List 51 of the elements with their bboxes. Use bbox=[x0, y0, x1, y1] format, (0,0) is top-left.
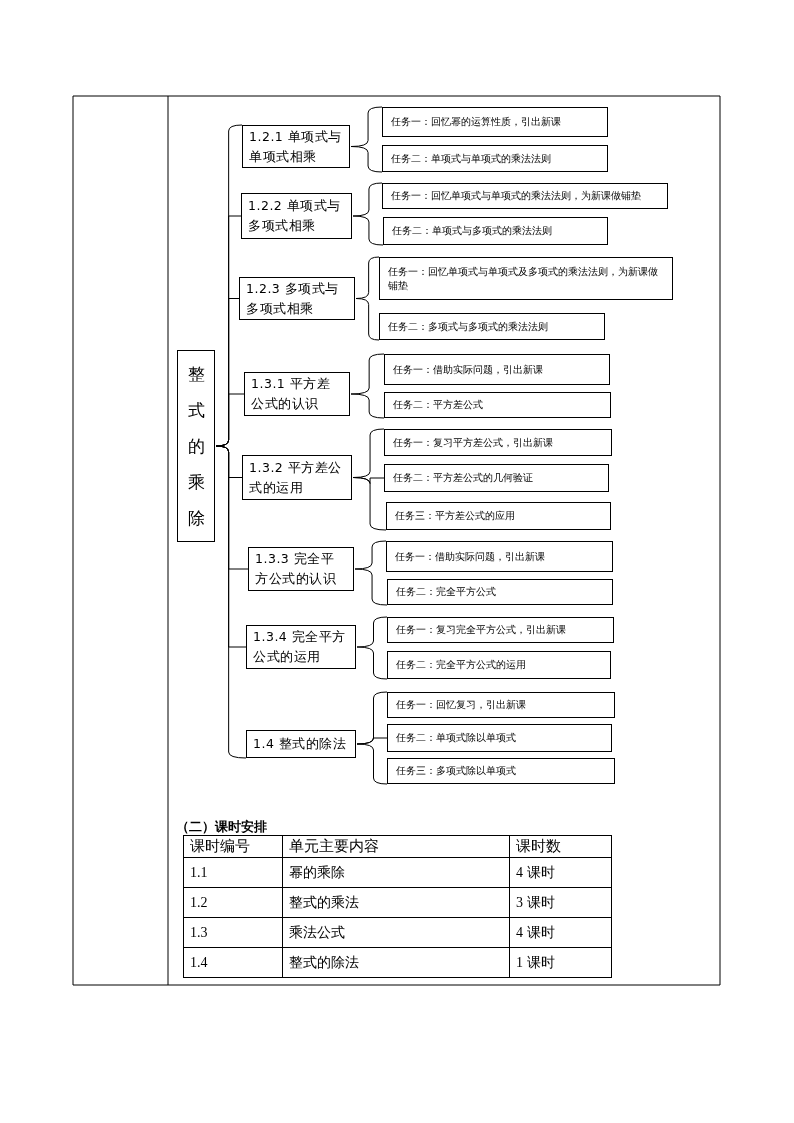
section-heading: （二）课时安排 bbox=[176, 818, 267, 836]
table-cell: 4 课时 bbox=[509, 857, 612, 888]
task-box: 任务三：平方差公式的应用 bbox=[386, 502, 611, 530]
table-cell: 课时编号 bbox=[183, 835, 283, 858]
table-cell: 乘法公式 bbox=[282, 917, 510, 948]
section-box: 1.2.2 单项式与多项式相乘 bbox=[241, 193, 352, 239]
section-box: 1.3.3 完全平方公式的认识 bbox=[248, 547, 354, 591]
task-box: 任务二：单项式与多项式的乘法法则 bbox=[383, 217, 608, 245]
section-box: 1.3.1 平方差公式的认识 bbox=[244, 372, 350, 416]
task-box: 任务二：平方差公式的几何验证 bbox=[384, 464, 609, 492]
table-cell: 整式的除法 bbox=[282, 947, 510, 978]
table-cell: 1.2 bbox=[183, 887, 283, 918]
task-box: 任务二：单项式与单项式的乘法法则 bbox=[382, 145, 608, 172]
task-box: 任务一：借助实际问题，引出新课 bbox=[386, 541, 613, 572]
brace-connector bbox=[355, 298, 380, 341]
brace-connector bbox=[352, 215, 384, 246]
brace-connector bbox=[352, 477, 387, 531]
brace-connector bbox=[350, 393, 385, 419]
task-box: 任务一：复习平方差公式，引出新课 bbox=[384, 429, 612, 456]
task-box: 任务二：多项式与多项式的乘法法则 bbox=[379, 313, 605, 340]
table-cell: 1 课时 bbox=[509, 947, 612, 978]
task-box: 任务一：回忆复习，引出新课 bbox=[387, 692, 615, 718]
brace-connector bbox=[356, 743, 388, 785]
table-cell: 3 课时 bbox=[509, 887, 612, 918]
table-cell: 1.3 bbox=[183, 917, 283, 948]
section-box: 1.3.4 完全平方公式的运用 bbox=[246, 625, 356, 669]
table-cell: 课时数 bbox=[509, 835, 612, 858]
table-cell: 1.1 bbox=[183, 857, 283, 888]
task-box: 任务二：平方差公式 bbox=[384, 392, 611, 418]
task-box: 任务一：回忆单项式与单项式的乘法法则，为新课做铺垫 bbox=[382, 183, 668, 209]
table-cell: 1.4 bbox=[183, 947, 283, 978]
task-box: 任务一：回忆幂的运算性质，引出新课 bbox=[382, 107, 608, 137]
section-box: 1.2.3 多项式与多项式相乘 bbox=[239, 277, 355, 320]
task-box: 任务二：单项式除以单项式 bbox=[387, 724, 612, 752]
task-box: 任务一：复习完全平方公式，引出新课 bbox=[387, 617, 614, 643]
table-cell: 整式的乘法 bbox=[282, 887, 510, 918]
section-box: 1.3.2 平方差公式的运用 bbox=[242, 455, 352, 500]
task-box: 任务三：多项式除以单项式 bbox=[387, 758, 615, 784]
task-box: 任务二：完全平方公式 bbox=[387, 579, 613, 605]
table-cell: 单元主要内容 bbox=[282, 835, 510, 858]
table-cell: 幂的乘除 bbox=[282, 857, 510, 888]
task-box: 任务二：完全平方公式的运用 bbox=[387, 651, 611, 679]
table-cell: 4 课时 bbox=[509, 917, 612, 948]
topic-box: 整式的乘除 bbox=[177, 350, 215, 542]
brace-connector bbox=[354, 568, 388, 606]
brace-connector bbox=[350, 146, 383, 173]
section-box: 1.2.1 单项式与单项式相乘 bbox=[242, 125, 350, 168]
brace-connector bbox=[356, 646, 388, 680]
task-box: 任务一：回忆单项式与单项式及多项式的乘法法则，为新课做铺垫 bbox=[379, 257, 673, 300]
section-box: 1.4 整式的除法 bbox=[246, 730, 356, 758]
task-box: 任务一：借助实际问题，引出新课 bbox=[384, 354, 610, 385]
